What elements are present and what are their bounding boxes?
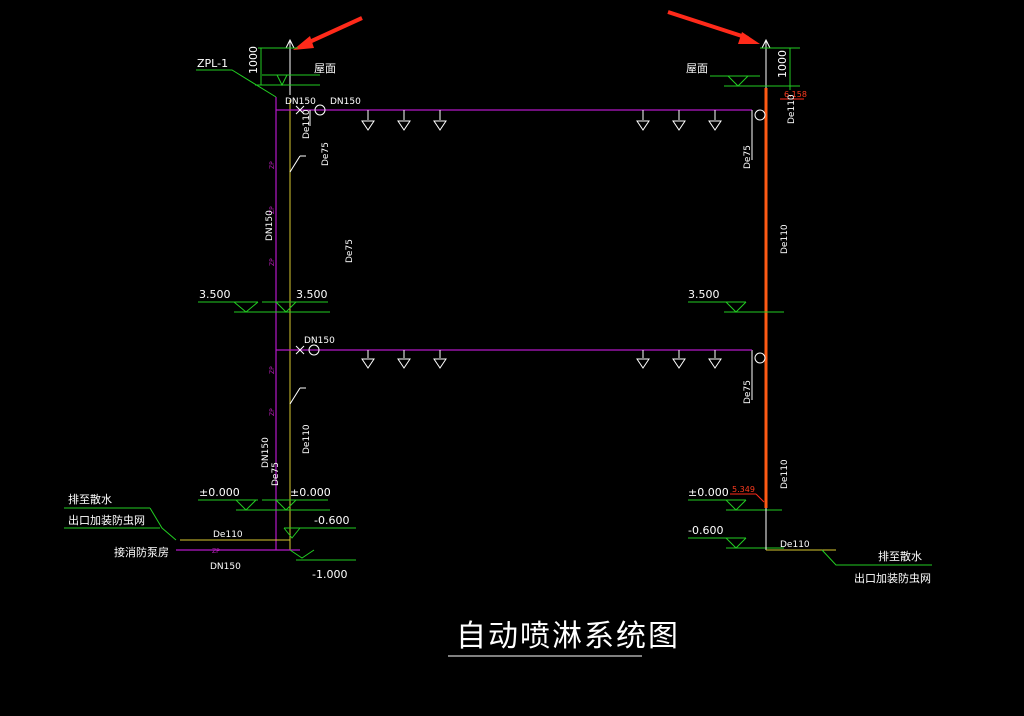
drain-note-left xyxy=(64,507,177,541)
pipe-dn150-bottom: DN150 xyxy=(210,562,241,572)
sprinkler-head xyxy=(636,350,650,369)
pipe-de110-bottom: De110 xyxy=(213,530,243,540)
pipe-dn150-top-b: DN150 xyxy=(330,97,361,107)
elevation-below-right: -0.600 xyxy=(688,524,723,537)
drain-note-right-1: 排至散水 xyxy=(878,549,922,563)
svg-text:ZP: ZP xyxy=(269,258,276,266)
svg-text:ZP: ZP xyxy=(269,161,276,169)
annotation-arrow-right xyxy=(667,10,760,44)
sprinkler-head xyxy=(708,110,722,131)
pipe-de110-lower: De110 xyxy=(302,424,312,454)
elevation-ground-right: ±0.000 xyxy=(688,486,729,499)
pipe-dn150-riser-lower: DN150 xyxy=(261,437,271,468)
elevation-ground-left-a: ±0.000 xyxy=(199,486,240,499)
floor-level-3500-right xyxy=(688,301,784,313)
sprinkler-head xyxy=(672,350,686,369)
sprinkler-head xyxy=(397,110,411,131)
drain-note-left-2: 出口加装防虫网 xyxy=(68,513,145,527)
pipe-dn150-top-a: DN150 xyxy=(285,97,316,107)
svg-text:ZP: ZP xyxy=(212,548,220,555)
ground-level-right xyxy=(688,499,782,511)
elevation-3500-left-a: 3.500 xyxy=(199,288,231,301)
bottom-pipes-left xyxy=(176,539,356,561)
sprinkler-head xyxy=(361,350,375,369)
below-level-right xyxy=(688,537,784,549)
sprinkler-head xyxy=(708,350,722,369)
sprinkler-head xyxy=(397,350,411,369)
pipe-dn150-mid: DN150 xyxy=(304,336,335,346)
elevation-red-ground: 5.349 xyxy=(732,485,755,494)
drain-note-right-2: 出口加装防虫网 xyxy=(854,571,931,585)
right-drain-riser xyxy=(751,88,768,508)
svg-text:ZP: ZP xyxy=(269,408,276,416)
pipe-de75-right-top: De75 xyxy=(743,145,753,169)
below-level-left xyxy=(283,527,356,539)
pipe-dn150-riser-upper: DN150 xyxy=(265,210,275,241)
sprinkler-head xyxy=(672,110,686,131)
sprinkler-head xyxy=(433,110,447,131)
riser-label-leader xyxy=(196,69,277,98)
pipe-de110-top: De110 xyxy=(302,109,312,139)
pipe-de110-right-lower: De110 xyxy=(780,459,790,489)
pipe-de110-right-bottom: De110 xyxy=(780,540,810,550)
elevation-ground-left-b: ±0.000 xyxy=(290,486,331,499)
elevation-3500-right: 3.500 xyxy=(688,288,720,301)
pipe-de75-riser-lower: De75 xyxy=(271,462,281,486)
roof-height-left: 1000 xyxy=(247,46,260,74)
drain-note-left-1: 排至散水 xyxy=(68,492,112,506)
roof-height-right: 1000 xyxy=(776,50,789,78)
pipe-de75-mid: De75 xyxy=(345,239,355,263)
left-main-riser xyxy=(275,97,291,550)
pipe-de75-right-mid: De75 xyxy=(743,380,753,404)
annotation-arrow-left xyxy=(293,16,363,50)
pump-room-note: 接消防泵房 xyxy=(114,545,169,559)
svg-text:ZP: ZP xyxy=(269,366,276,374)
sprinkler-head xyxy=(636,110,650,131)
elevation-bottom-left: -1.000 xyxy=(312,568,347,581)
upper-sprinkler-branch xyxy=(276,104,752,126)
riser-label: ZPL-1 xyxy=(197,57,228,70)
left-vent-riser xyxy=(255,38,320,95)
pipe-de75-top: De75 xyxy=(321,142,331,166)
pipe-de110-right-top: De110 xyxy=(787,94,797,124)
roof-label-right: 屋面 xyxy=(686,62,708,75)
diagram-title: 自动喷淋系统图 xyxy=(456,619,680,654)
upper-sprinkler-heads xyxy=(361,110,722,131)
sprinkler-head xyxy=(433,350,447,369)
right-vent-riser xyxy=(710,38,800,95)
svg-text:ZP: ZP xyxy=(269,206,276,214)
sprinkler-head xyxy=(361,110,375,131)
pipe-de110-right-mid: De110 xyxy=(780,224,790,254)
elevation-red-roof: 6.158 xyxy=(784,90,807,99)
elevation-below-left: -0.600 xyxy=(314,514,349,527)
floor-level-3500-left xyxy=(198,301,330,313)
elevation-3500-left-b: 3.500 xyxy=(296,288,328,301)
lower-sprinkler-heads xyxy=(361,350,722,369)
lower-sprinkler-branch xyxy=(276,344,752,356)
roof-label-left: 屋面 xyxy=(314,62,336,75)
ground-level-left xyxy=(198,499,330,511)
